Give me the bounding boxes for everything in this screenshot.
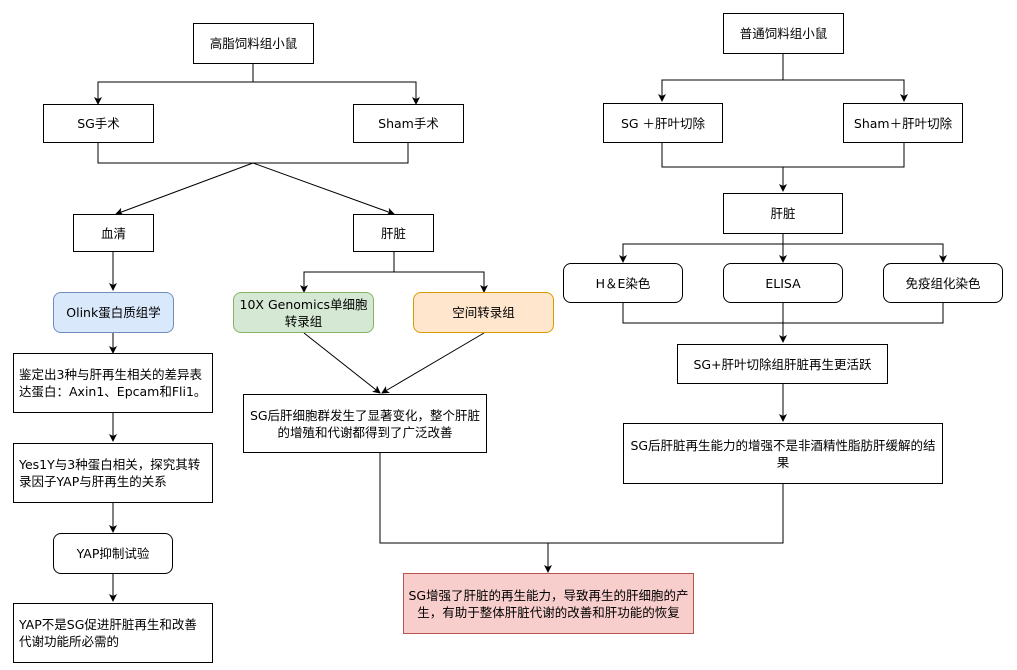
immunohistochemistry-box: 免疫组化染色 xyxy=(883,263,1003,303)
yes1y-box: Yes1Y与3种蛋白相关，探究其转录因子YAP与肝再生的关系 xyxy=(13,443,213,503)
liver-box-left: 肝脏 xyxy=(353,214,434,252)
regeneration-active-box: SG+肝叶切除组肝脏再生更活跃 xyxy=(677,344,888,384)
normal-diet-mice-box: 普通饲料组小鼠 xyxy=(723,13,844,54)
differential-proteins-box: 鉴定出3种与肝再生相关的差异表达蛋白：Axin1、Epcam和Fli1。 xyxy=(13,353,213,413)
high-fat-mice-box: 高脂饲料组小鼠 xyxy=(193,23,314,64)
spatial-transcriptome-box: 空间转录组 xyxy=(413,292,554,333)
sg-hepatocyte-change-box: SG后肝细胞群发生了显著变化，整个肝脏的增殖和代谢都得到了广泛改善 xyxy=(243,394,487,453)
final-conclusion-box: SG增强了肝脏的再生能力，导致再生的肝细胞的产生，有助于整体肝脏代谢的改善和肝功… xyxy=(403,573,694,634)
sg-surgery-box: SG手术 xyxy=(43,104,154,143)
liver-box-right: 肝脏 xyxy=(723,193,843,234)
sham-surgery-box: Sham手术 xyxy=(353,104,464,143)
single-cell-transcriptome-box: 10X Genomics单细胞转录组 xyxy=(233,292,374,333)
yap-conclusion-box: YAP不是SG促进肝脏再生和改善代谢功能所必需的 xyxy=(13,603,213,663)
elisa-box: ELISA xyxy=(723,263,843,303)
yap-inhibition-box: YAP抑制试验 xyxy=(53,533,173,574)
sg-resection-box: SG ＋肝叶切除 xyxy=(603,103,723,143)
olink-proteomics-box: Olink蛋白质组学 xyxy=(53,292,174,333)
he-staining-box: H＆E染色 xyxy=(563,263,683,303)
sham-resection-box: Sham＋肝叶切除 xyxy=(843,103,963,143)
not-nafld-result-box: SG后肝脏再生能力的增强不是非酒精性脂肪肝缓解的结果 xyxy=(623,423,943,484)
serum-box: 血清 xyxy=(73,214,154,252)
